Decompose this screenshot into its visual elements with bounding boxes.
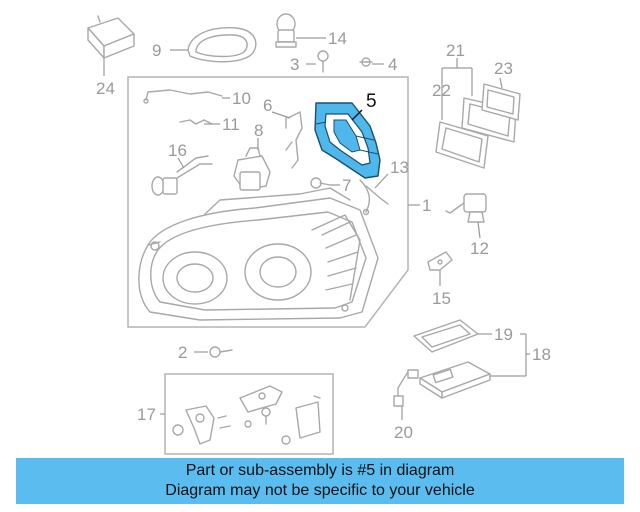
part-12-socket [445, 193, 487, 223]
part-10-cable [143, 89, 223, 104]
part-label-23: 23 [494, 59, 513, 78]
leader-5 [351, 109, 363, 121]
part-label-8: 8 [254, 121, 263, 140]
part-23-lens-cover [481, 83, 521, 121]
part-3-screw [317, 50, 329, 73]
part-6-clip [285, 111, 303, 169]
part-19-ballast-cover [413, 319, 479, 353]
part-label-9: 9 [152, 41, 161, 60]
part-label-17: 17 [137, 405, 156, 424]
part-5-highlighted-bracket [314, 102, 381, 179]
part-label-10: 10 [232, 89, 251, 108]
part-16-bulb [151, 155, 213, 196]
part-14-bulb [275, 13, 297, 48]
part-24-control-module [87, 15, 135, 59]
part-label-13: 13 [390, 158, 409, 177]
part-label-20: 20 [394, 423, 413, 442]
part-label-14: 14 [328, 29, 347, 48]
part-2-screw [209, 346, 233, 358]
caption-line-2: Diagram may not be specific to your vehi… [165, 482, 475, 499]
part-label-11: 11 [222, 115, 240, 134]
parts-diagram: 1 5 6 7 13 [87, 13, 551, 455]
headlamp-housing [138, 187, 379, 321]
part-label-3: 3 [290, 55, 299, 74]
part-label-21: 21 [446, 41, 465, 60]
part-11-cable [179, 119, 213, 125]
part-label-16: 16 [168, 141, 187, 160]
part-20-harness [393, 369, 419, 407]
part-8-socket [233, 147, 271, 191]
part-9-seal [187, 27, 257, 63]
part-label-18: 18 [532, 345, 551, 364]
part-label-1: 1 [422, 196, 431, 215]
part-13-harness [359, 179, 389, 216]
part-4-clip [359, 57, 373, 67]
part-label-24: 24 [96, 79, 115, 98]
part-label-19: 19 [494, 325, 513, 344]
part-label-22: 22 [432, 81, 451, 100]
part-7-screw [310, 177, 331, 189]
part-label-7: 7 [342, 176, 351, 195]
part-15-clip [427, 251, 453, 271]
part-label-12: 12 [470, 239, 489, 258]
assembly-frame [127, 76, 409, 328]
part-18-ballast [419, 361, 491, 399]
part-label-4: 4 [388, 55, 397, 74]
part-label-2: 2 [178, 343, 187, 362]
caption-banner: Part or sub-assembly is #5 in diagram Di… [16, 458, 624, 504]
part-17-kit-items [172, 385, 321, 445]
part-label-15: 15 [432, 289, 451, 308]
caption-line-1: Part or sub-assembly is #5 in diagram [185, 462, 455, 479]
part-label-5: 5 [366, 91, 377, 112]
part-label-6: 6 [263, 96, 272, 115]
